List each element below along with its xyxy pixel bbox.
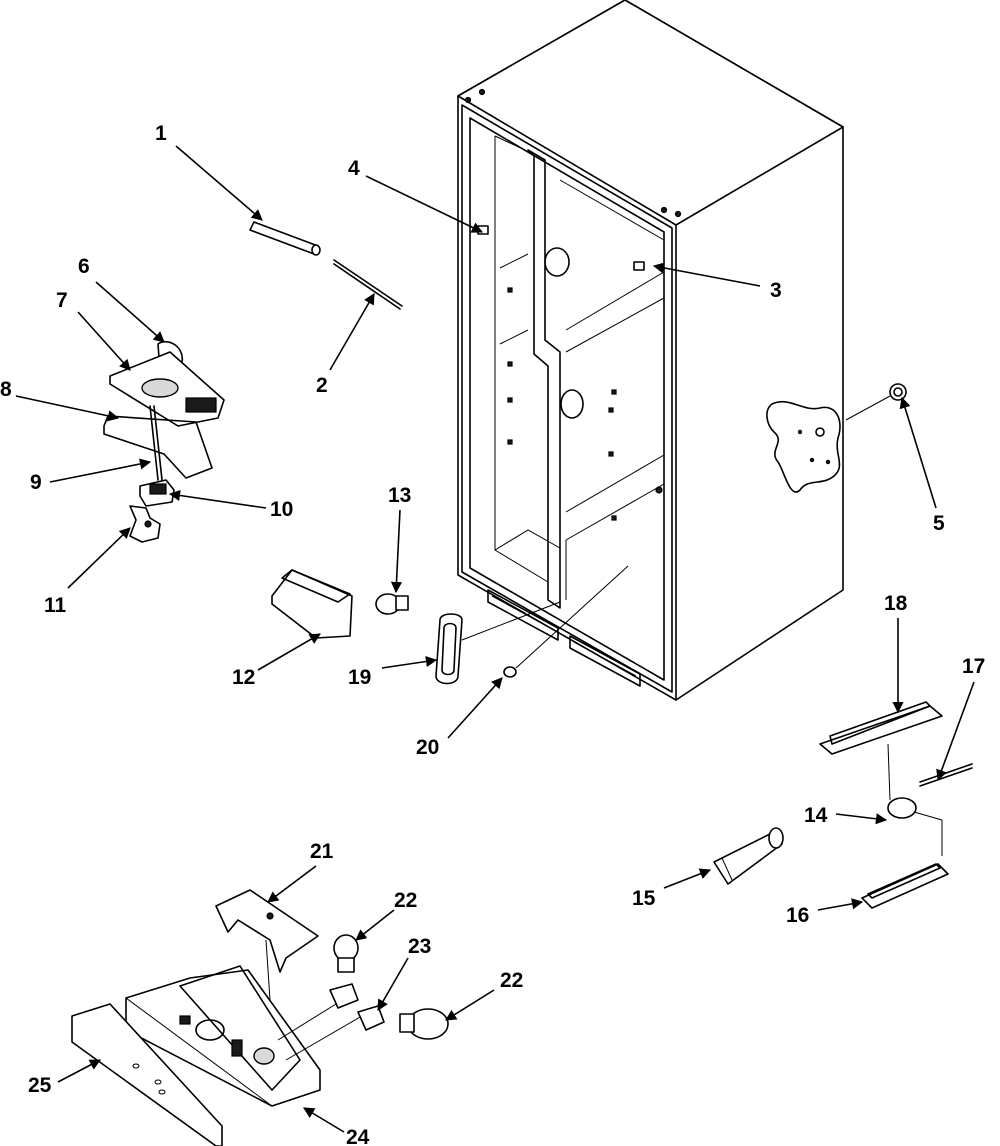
callout-21: 21 — [310, 840, 334, 863]
callout-10: 10 — [270, 498, 293, 521]
part-12-housing — [271, 569, 353, 639]
callout-18: 18 — [884, 592, 908, 615]
part-1-tube — [249, 221, 321, 256]
part-2-rod — [333, 259, 403, 310]
callout-16: 16 — [786, 904, 809, 927]
callout-11: 11 — [44, 594, 67, 617]
callout-3: 3 — [770, 279, 782, 302]
callout-19: 19 — [348, 666, 371, 689]
dispenser-assembly — [103, 340, 225, 543]
callout-22-upper: 22 — [394, 889, 417, 912]
callout-17: 17 — [962, 655, 985, 678]
part-19-light-cover — [435, 601, 561, 685]
lower-dispenser-trim — [71, 889, 449, 1146]
refrigerator-cabinet — [457, 0, 844, 701]
callout-5: 5 — [933, 512, 945, 535]
callout-12: 12 — [232, 666, 255, 689]
callout-7: 7 — [56, 289, 68, 312]
callout-24: 24 — [346, 1126, 370, 1146]
callout-4: 4 — [348, 157, 360, 180]
part-5-plug — [845, 383, 907, 421]
callout-1: 1 — [155, 122, 167, 145]
callout-14: 14 — [804, 804, 828, 827]
callout-25: 25 — [28, 1074, 52, 1097]
callout-22-lower: 22 — [500, 969, 523, 992]
callout-labels: 1 2 3 4 5 6 7 8 9 10 11 12 13 14 15 16 1… — [0, 122, 985, 1146]
part-20-nut — [503, 565, 629, 678]
callout-15: 15 — [632, 887, 656, 910]
callout-6: 6 — [78, 255, 90, 278]
callout-2: 2 — [316, 374, 328, 397]
callout-13: 13 — [388, 484, 411, 507]
callout-9: 9 — [30, 471, 42, 494]
callout-23: 23 — [408, 935, 431, 958]
part-13-bulb — [375, 593, 409, 615]
callout-20: 20 — [416, 736, 439, 759]
filter-assembly — [713, 701, 973, 909]
callout-8: 8 — [0, 378, 12, 401]
leader-lines — [15, 145, 975, 1133]
